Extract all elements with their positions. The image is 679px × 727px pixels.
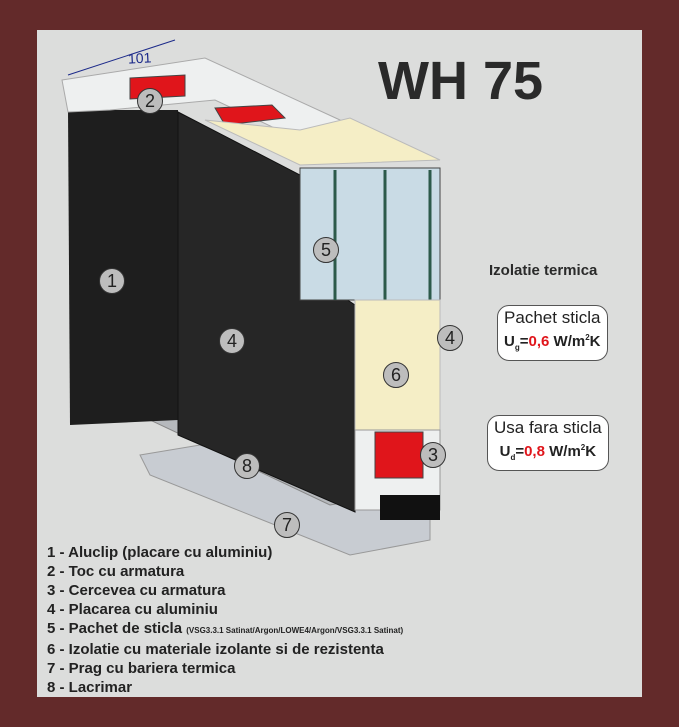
legend-item: 1 - Aluclip (placare cu aluminiu) <box>47 544 273 561</box>
callout-4: 4 <box>219 328 245 354</box>
glass-u-value-box: Pachet sticla Ug=0,6 W/m2K <box>497 305 608 361</box>
u-symbol: U <box>499 443 511 460</box>
callout-8: 8 <box>234 453 260 479</box>
callout-3: 3 <box>420 442 446 468</box>
callout-6: 6 <box>383 362 409 388</box>
thermal-insulation-title: Izolatie termica <box>489 262 598 279</box>
legend-item: 7 - Prag cu bariera termica <box>47 660 236 677</box>
legend-item: 3 - Cercevea cu armatura <box>47 582 226 599</box>
glass-u-value: 0,6 <box>528 333 550 350</box>
legend-item: 2 - Toc cu armatura <box>47 563 185 580</box>
legend: 1 - Aluclip (placare cu aluminiu) 2 - To… <box>47 543 403 697</box>
product-title: WH 75 <box>378 51 544 111</box>
callout-2: 2 <box>137 88 163 114</box>
u-sub: g <box>514 343 520 352</box>
eq: = <box>515 443 525 460</box>
callout-4b: 4 <box>437 325 463 351</box>
unit-end: K <box>589 333 601 350</box>
callout-7: 7 <box>274 512 300 538</box>
unit: W/m <box>549 443 581 460</box>
door-box-label: Usa fara sticla <box>494 418 602 437</box>
callout-1: 1 <box>99 268 125 294</box>
callout-5: 5 <box>313 237 339 263</box>
insulation-top <box>204 117 441 166</box>
legend-item: 5 - Pachet de sticla (VSG3.3.1 Satinat/A… <box>47 619 403 640</box>
legend-item: 4 - Placarea cu aluminiu <box>47 601 218 618</box>
dimension-label: 101 <box>127 49 152 67</box>
reinforcement-sash <box>214 104 287 126</box>
door-u-value-box: Usa fara sticla Ud=0,8 W/m2K <box>487 415 609 471</box>
reinforcement-bottom <box>374 431 424 479</box>
legend-item-note: (VSG3.3.1 Satinat/Argon/LOWE4/Argon/VSG3… <box>186 626 404 635</box>
u-sub: d <box>510 453 516 462</box>
unit-sup: 2 <box>580 443 586 452</box>
unit-end: K <box>585 443 597 460</box>
glass-pack <box>299 167 441 301</box>
aluclip-frame <box>68 110 178 425</box>
legend-item: 6 - Izolatie cu materiale izolante si de… <box>47 641 384 658</box>
door-u-value: 0,8 <box>524 443 545 460</box>
legend-item-text: 5 - Pachet de sticla <box>47 620 183 637</box>
unit-sup: 2 <box>585 333 590 342</box>
glass-box-label: Pachet sticla <box>504 308 601 327</box>
legend-item: 8 - Lacrimar <box>47 679 133 696</box>
unit: W/m <box>553 333 586 350</box>
u-symbol: U <box>504 333 515 350</box>
eq: = <box>519 333 529 350</box>
seal <box>380 495 440 520</box>
dimension-line <box>67 39 176 76</box>
